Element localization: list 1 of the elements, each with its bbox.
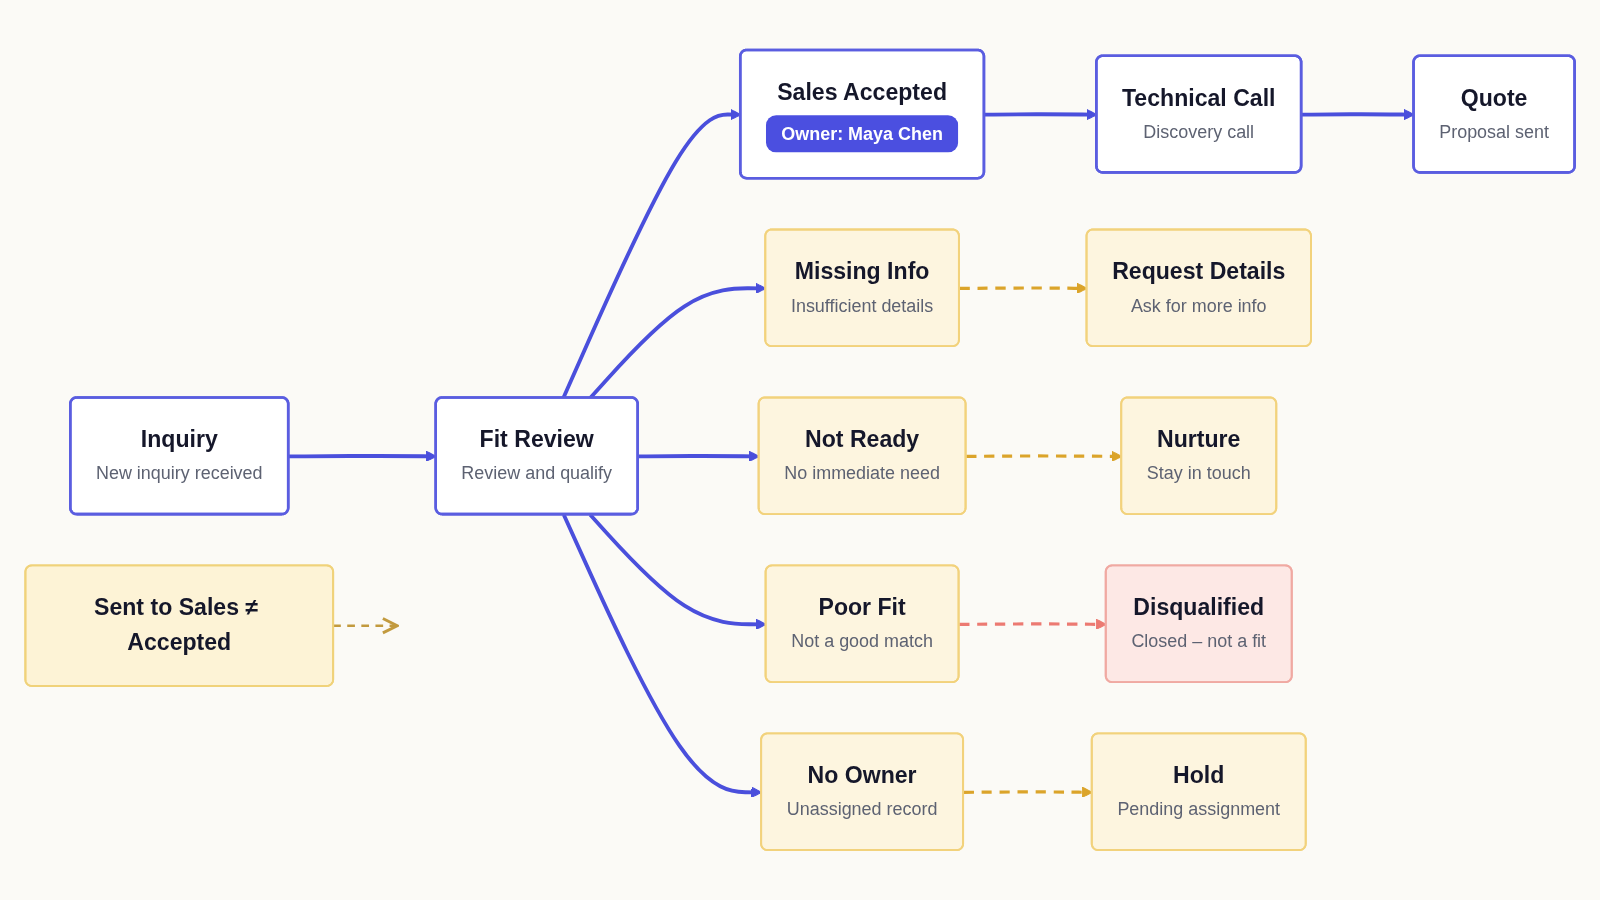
leader-line [333, 617, 399, 635]
